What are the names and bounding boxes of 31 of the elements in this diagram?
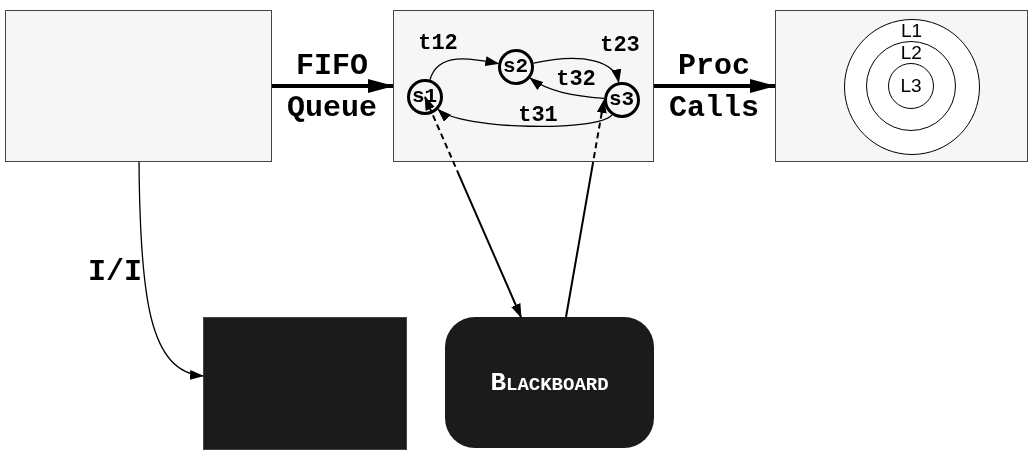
edge-label: t32 — [555, 68, 597, 92]
filled-box — [203, 317, 407, 450]
arrow — [565, 99, 607, 318]
node-label: BLACKBOARD — [490, 367, 609, 398]
arrow — [529, 77, 605, 100]
layer-label: L3 — [900, 75, 922, 98]
process-box — [775, 10, 1028, 162]
state-label: s2 — [502, 55, 529, 78]
arrow — [272, 79, 394, 93]
layer-label: L1 — [900, 19, 923, 42]
arrow — [532, 57, 620, 84]
arrow — [138, 161, 204, 379]
blackboard-box — [445, 317, 654, 448]
process-box — [393, 10, 654, 162]
edge-label: Proc Calls — [668, 48, 760, 127]
state-circle — [497, 48, 534, 85]
edge-label: I/I — [87, 256, 143, 288]
edge-label: t23 — [599, 34, 641, 58]
arrow — [437, 108, 613, 127]
edge-label: FIFO Queue — [286, 48, 378, 127]
arrow — [429, 56, 500, 81]
arrow — [654, 79, 776, 93]
layer-label: L2 — [900, 42, 922, 65]
state-label: s1 — [411, 85, 438, 108]
state-circle — [603, 81, 640, 118]
arrow — [424, 96, 522, 318]
process-box — [5, 10, 272, 162]
edge-label: t12 — [417, 32, 459, 56]
edge-label: t31 — [517, 104, 559, 128]
state-circle — [406, 78, 443, 115]
state-label: s3 — [608, 88, 635, 111]
